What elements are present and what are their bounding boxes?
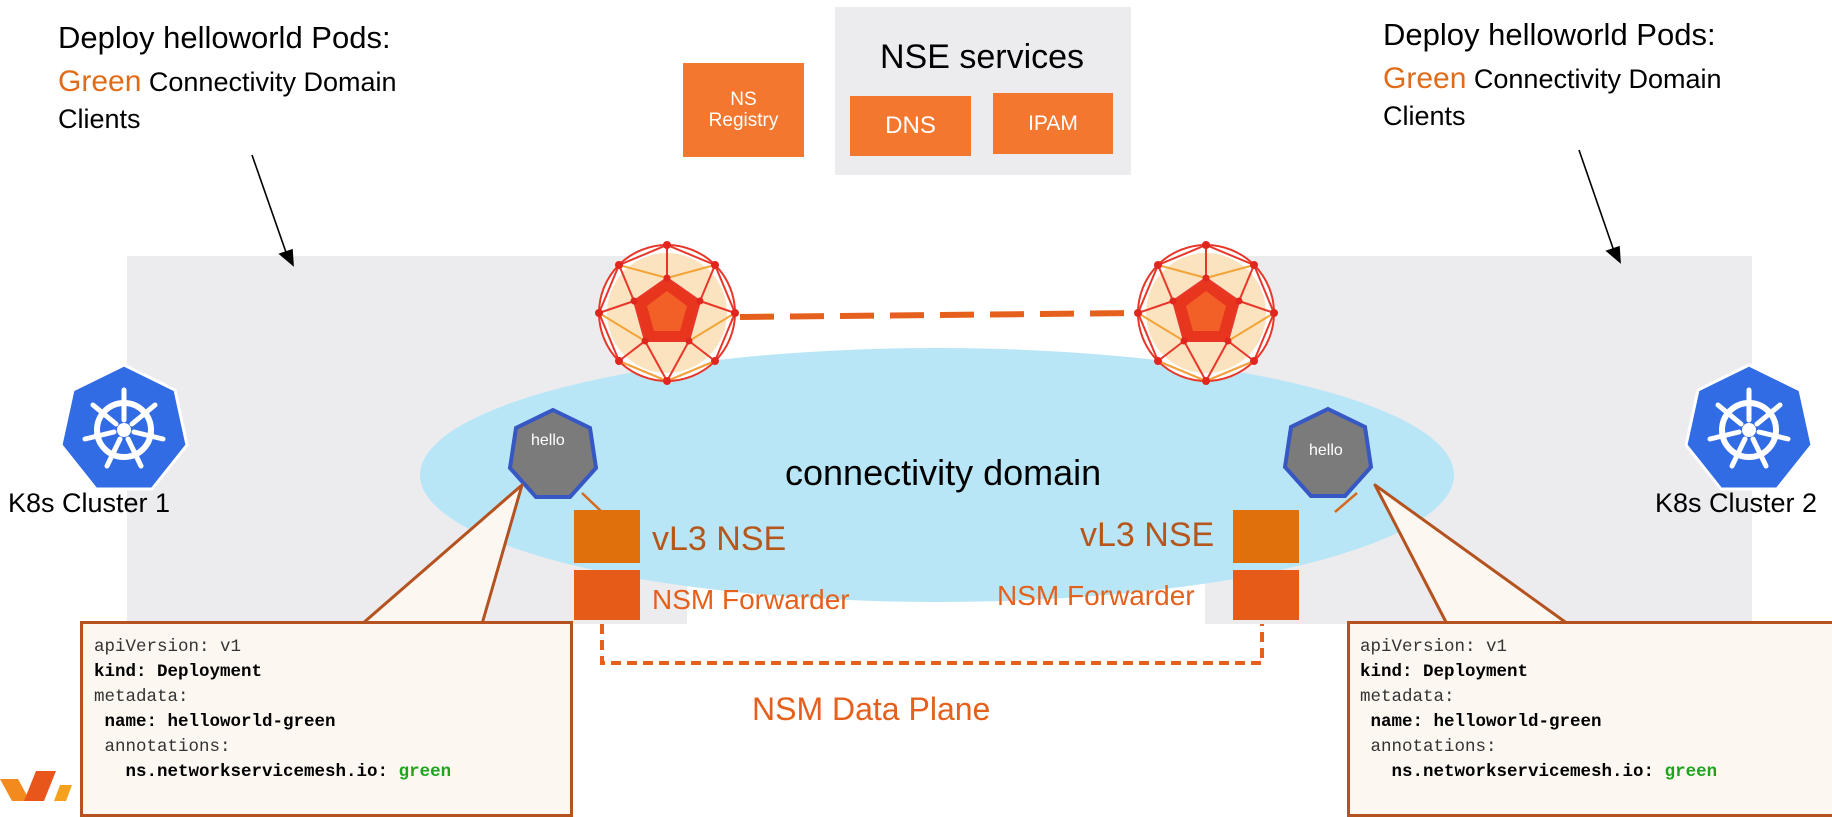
dns-box: DNS xyxy=(850,96,971,156)
dns-label: DNS xyxy=(885,112,936,139)
connectivity-domain-label: connectivity domain xyxy=(785,452,1102,493)
data-plane-label: NSM Data Plane xyxy=(752,691,991,727)
yaml-right-line5: annotations: xyxy=(1360,737,1497,757)
yaml-left-line3: metadata: xyxy=(94,687,189,707)
left-note-highlight: Green xyxy=(58,65,142,98)
kubernetes-helm-icon xyxy=(1684,363,1814,491)
vl3-nse-right-box xyxy=(1233,510,1299,563)
yaml-right-line4: name: helloworld-green xyxy=(1360,712,1602,732)
pod-left-connector xyxy=(581,492,604,514)
right-note-line3: Clients xyxy=(1383,101,1466,131)
yaml-right-line2: kind: Deployment xyxy=(1360,662,1529,682)
vl3-nse-left-box xyxy=(574,510,640,563)
pod-right-connector xyxy=(1334,492,1358,513)
yaml-right-line1: apiVersion: v1 xyxy=(1360,637,1508,657)
left-arrow xyxy=(251,154,294,267)
left-note-rest: Connectivity Domain xyxy=(141,67,397,97)
pod-right-label: hello xyxy=(1309,442,1343,459)
ns-registry-line2: Registry xyxy=(708,110,779,131)
right-note-rest: Connectivity Domain xyxy=(1466,64,1722,94)
cluster-2-label: K8s Cluster 2 xyxy=(1655,488,1818,518)
data-plane-dashed-path xyxy=(600,624,1264,665)
geodesic-sphere-icon xyxy=(1134,241,1278,385)
ns-registry-box: NS Registry xyxy=(683,63,804,157)
forwarder-right-label: NSM Forwarder xyxy=(997,580,1195,611)
vl3-nse-left-label: vL3 NSE xyxy=(652,520,787,558)
kubernetes-helm-icon xyxy=(59,363,189,491)
logo-fragment-icon xyxy=(0,771,72,801)
yaml-left-line6: ns.networkservicemesh.io: green xyxy=(94,762,452,782)
cluster-1-label: K8s Cluster 1 xyxy=(8,488,171,518)
yaml-left-line2: kind: Deployment xyxy=(94,662,263,682)
inter-cluster-dashed-link xyxy=(739,310,1135,320)
left-note-line3: Clients xyxy=(58,104,141,134)
yaml-right-line6: ns.networkservicemesh.io: green xyxy=(1360,762,1718,782)
pod-hexagon-icon xyxy=(1282,406,1374,498)
callout-right-tail xyxy=(1373,483,1570,626)
left-note-title: Deploy helloworld Pods: xyxy=(58,20,391,55)
right-note-line2: Green Connectivity Domain xyxy=(1383,62,1722,96)
forwarder-right-box xyxy=(1233,570,1299,620)
forwarder-left-label: NSM Forwarder xyxy=(652,584,850,615)
yaml-left-line1: apiVersion: v1 xyxy=(94,637,242,657)
yaml-right-line3: metadata: xyxy=(1360,687,1455,707)
yaml-left-line4: name: helloworld-green xyxy=(94,712,336,732)
pod-left-label: hello xyxy=(531,432,565,449)
connectivity-domain-ellipse xyxy=(420,348,1454,602)
geodesic-sphere-icon xyxy=(595,241,739,385)
nse-services-title: NSE services xyxy=(880,38,1085,76)
ipam-label: IPAM xyxy=(1028,112,1078,135)
right-arrow xyxy=(1578,149,1621,264)
left-note-line2: Green Connectivity Domain xyxy=(58,65,397,99)
forwarder-left-box xyxy=(574,570,640,620)
pod-hexagon-icon xyxy=(507,407,599,499)
right-note-highlight: Green xyxy=(1383,62,1467,95)
ns-registry-line1: NS xyxy=(730,89,757,110)
right-note-title: Deploy helloworld Pods: xyxy=(1383,17,1716,52)
yaml-left-line5: annotations: xyxy=(94,737,231,757)
ipam-box: IPAM xyxy=(993,93,1113,154)
vl3-nse-right-label: vL3 NSE xyxy=(1080,516,1215,554)
